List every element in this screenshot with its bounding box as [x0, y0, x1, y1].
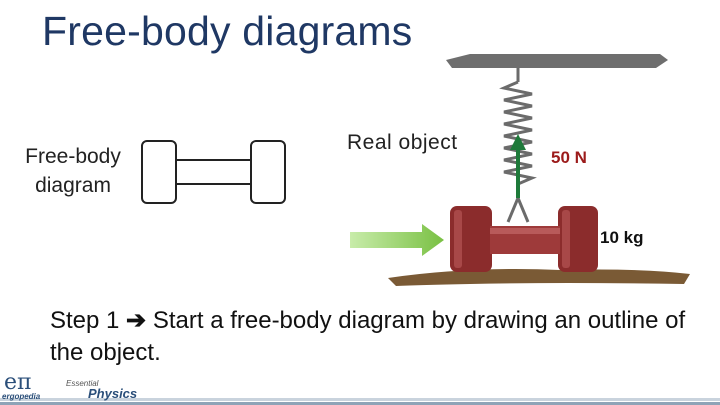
footer-bar-dark	[0, 402, 720, 405]
push-arrow	[350, 224, 444, 256]
slide-title: Free-body diagrams	[42, 8, 413, 54]
step-text: Step 1 ➔ Start a free-body diagram by dr…	[50, 305, 690, 369]
step-number: Step 1	[50, 307, 120, 334]
mass-value-label: 10 kg	[600, 228, 644, 247]
logo-tagline: Essential	[66, 379, 99, 388]
logo-name: Physics	[88, 386, 138, 401]
ground	[388, 269, 690, 286]
logo-wordmark: ergopedia	[2, 392, 41, 401]
force-value-label: 50 N	[551, 148, 587, 167]
free-body-diagram-label: Free-body diagram	[25, 145, 121, 197]
dumbbell	[450, 206, 598, 272]
right-arrow-icon: ➔	[119, 307, 147, 334]
real-object-label: Real object	[347, 131, 458, 154]
logo-symbol: eπ	[4, 370, 32, 395]
dumbbell-outline	[141, 140, 286, 204]
ceiling	[446, 54, 668, 68]
force-arrow	[510, 134, 526, 198]
footer-bar	[0, 398, 720, 401]
step-description: Start a free-body diagram by drawing an …	[50, 307, 686, 366]
